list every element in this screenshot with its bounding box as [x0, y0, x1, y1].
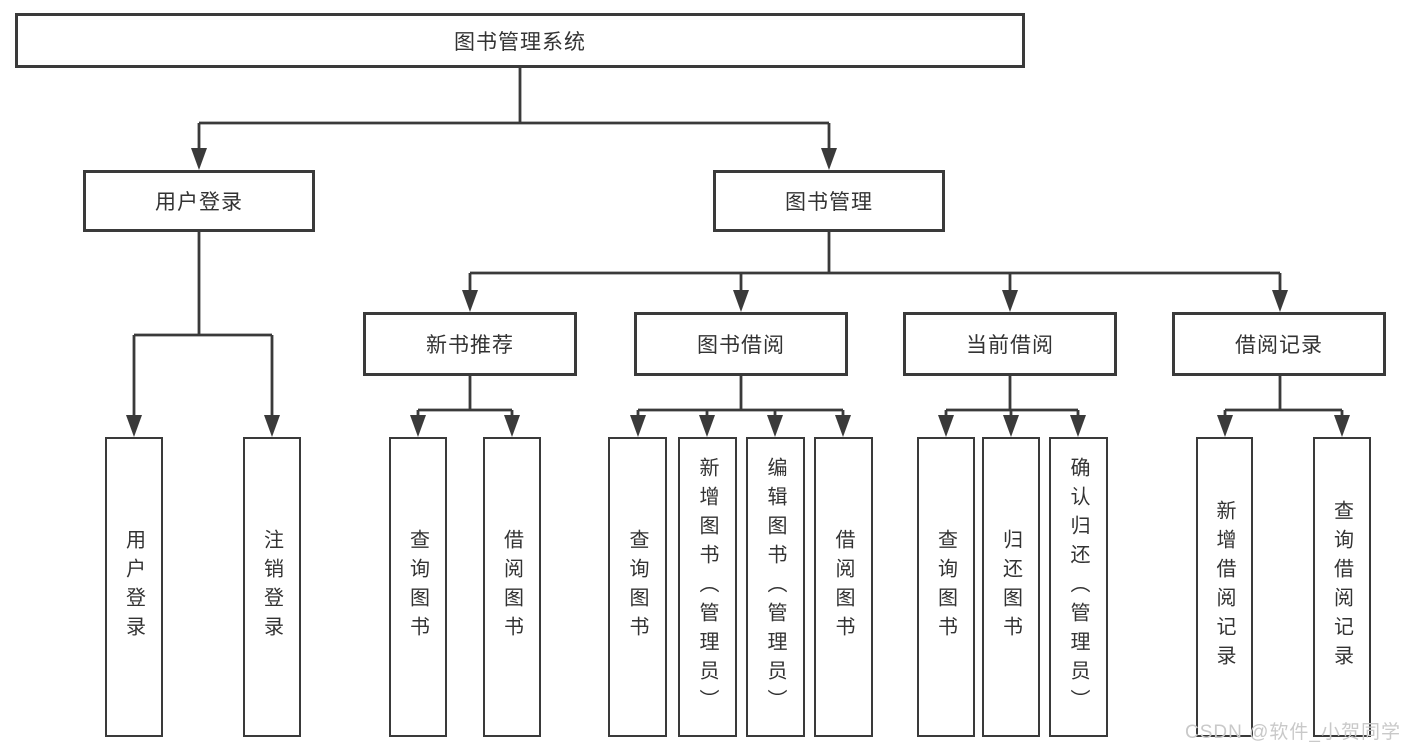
node-new-book-recommendation-label: 新书推荐: [426, 334, 514, 357]
leaf-user-login: 用户登录: [105, 437, 163, 737]
leaf-add-books-admin: 新增图书（管理员）: [678, 437, 737, 737]
leaf-query-books-recommend-label: 查询图书: [406, 529, 429, 645]
node-new-book-recommendation: 新书推荐: [363, 312, 577, 376]
leaf-return-books: 归还图书: [982, 437, 1040, 737]
arrowhead-icon: [1334, 415, 1350, 437]
connector-book-management-to-level2: [462, 232, 1288, 312]
arrowhead-icon: [1003, 415, 1019, 437]
leaf-logout-label: 注销登录: [260, 529, 283, 645]
node-current-borrowing-label: 当前借阅: [966, 334, 1054, 357]
connector-book-borrowing-to-leaves: [630, 376, 851, 437]
leaf-confirm-return-admin: 确认归还（管理员）: [1049, 437, 1108, 737]
arrowhead-icon: [1217, 415, 1233, 437]
leaf-query-books-borrowing-label: 查询图书: [626, 529, 648, 645]
arrowhead-icon: [835, 415, 851, 437]
arrowhead-icon: [462, 290, 478, 312]
leaf-query-books-current-label: 查询图书: [934, 529, 957, 645]
arrowhead-icon: [938, 415, 954, 437]
leaf-borrow-books-borrowing-label: 借阅图书: [832, 529, 854, 645]
arrowhead-icon: [410, 415, 426, 437]
leaf-add-borrow-record-label: 新增借阅记录: [1213, 500, 1235, 674]
connector-borrowing-records-to-leaves: [1217, 376, 1350, 437]
leaf-query-books-current: 查询图书: [917, 437, 975, 737]
connector-current-borrowing-to-leaves: [938, 376, 1086, 437]
leaf-add-books-admin-label: 新增图书（管理员）: [696, 456, 718, 718]
arrowhead-icon: [191, 148, 207, 170]
leaf-return-books-label: 归还图书: [999, 529, 1022, 645]
leaf-query-borrow-record-label: 查询借阅记录: [1330, 500, 1353, 674]
arrowhead-icon: [1070, 415, 1086, 437]
leaf-query-books-recommend: 查询图书: [389, 437, 447, 737]
arrowhead-icon: [504, 415, 520, 437]
node-current-borrowing: 当前借阅: [903, 312, 1117, 376]
arrowhead-icon: [1272, 290, 1288, 312]
arrowhead-icon: [1002, 290, 1018, 312]
node-book-borrowing-label: 图书借阅: [697, 334, 785, 357]
arrowhead-icon: [264, 415, 280, 437]
leaf-logout: 注销登录: [243, 437, 301, 737]
leaf-borrow-books-recommend-label: 借阅图书: [500, 529, 523, 645]
leaf-query-borrow-record: 查询借阅记录: [1313, 437, 1371, 737]
connector-root-to-level1: [191, 68, 837, 170]
node-user-login: 用户登录: [83, 170, 315, 232]
leaf-user-login-label: 用户登录: [122, 529, 145, 645]
node-book-management: 图书管理: [713, 170, 945, 232]
arrowhead-icon: [126, 415, 142, 437]
leaf-borrow-books-borrowing: 借阅图书: [814, 437, 873, 737]
leaf-query-books-borrowing: 查询图书: [608, 437, 667, 737]
arrowhead-icon: [821, 148, 837, 170]
leaf-borrow-books-recommend: 借阅图书: [483, 437, 541, 737]
leaf-edit-books-admin-label: 编辑图书（管理员）: [764, 456, 786, 718]
node-book-management-label: 图书管理: [785, 191, 873, 214]
node-root-label: 图书管理系统: [454, 30, 586, 54]
leaf-edit-books-admin: 编辑图书（管理员）: [746, 437, 805, 737]
leaf-confirm-return-admin-label: 确认归还（管理员）: [1067, 456, 1089, 718]
node-book-borrowing: 图书借阅: [634, 312, 848, 376]
leaf-add-borrow-record: 新增借阅记录: [1196, 437, 1253, 737]
node-user-login-label: 用户登录: [155, 191, 243, 214]
csdn-watermark: CSDN @软件_小贺同学: [1185, 722, 1401, 743]
node-root: 图书管理系统: [15, 13, 1025, 68]
arrowhead-icon: [699, 415, 715, 437]
node-borrowing-records: 借阅记录: [1172, 312, 1386, 376]
connector-user-login-to-leaves: [126, 232, 280, 437]
arrowhead-icon: [767, 415, 783, 437]
node-borrowing-records-label: 借阅记录: [1235, 334, 1323, 357]
arrowhead-icon: [733, 290, 749, 312]
connector-new-book-recommendation-to-leaves: [410, 376, 520, 437]
arrowhead-icon: [630, 415, 646, 437]
